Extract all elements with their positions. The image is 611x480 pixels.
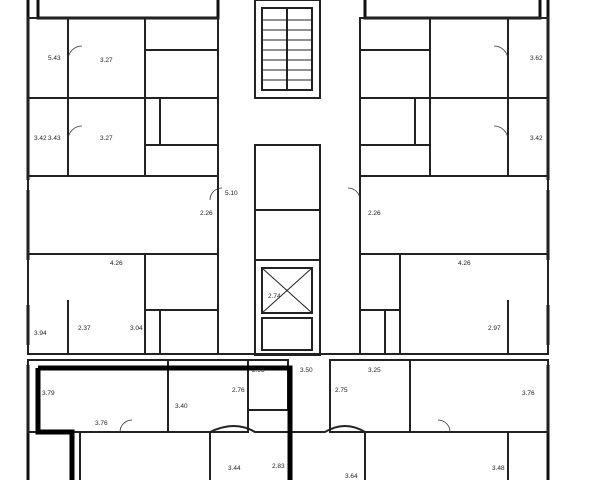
room-label: 3.94: [34, 330, 47, 337]
lower-rooms: [27, 353, 549, 480]
room-label: 3.27: [100, 135, 113, 142]
room-label: 3.64: [345, 473, 358, 480]
door-swings: [67, 45, 509, 433]
room-label: 2.83: [272, 463, 285, 470]
room-label: 3.42: [34, 135, 47, 142]
room-label: 2.26: [200, 210, 213, 217]
room-label: 3.42: [530, 135, 543, 142]
room-label: 3.43: [48, 135, 61, 142]
room-label: 3.44: [228, 465, 241, 472]
room-label: 3.25: [368, 367, 381, 374]
central-core: [217, 0, 361, 356]
room-label: 3.48: [492, 465, 505, 472]
room-label: 5.10: [225, 190, 238, 197]
right-wing-walls: [359, 17, 549, 355]
room-label: 2.97: [488, 325, 501, 332]
room-label: 3.76: [522, 390, 535, 397]
apartment-highlight: [35, 365, 293, 480]
room-label: 2.37: [78, 325, 91, 332]
room-label: 4.26: [110, 260, 123, 267]
room-label: 5.43: [48, 55, 61, 62]
room-label: 3.40: [175, 403, 188, 410]
room-label: 3.79: [42, 390, 55, 397]
room-labels: 5.43 3.27 3.43 3.27 3.62 3.42 3.42 2.26 …: [34, 55, 543, 480]
room-label: 2.74: [268, 293, 281, 300]
room-label: 4.26: [458, 260, 471, 267]
room-label: 2.76: [232, 387, 245, 394]
room-label: 3.04: [130, 325, 143, 332]
room-label: 3.76: [95, 420, 108, 427]
room-label: 3.50: [300, 367, 313, 374]
room-label: 3.62: [530, 55, 543, 62]
room-label: 2.75: [335, 387, 348, 394]
room-label: 3.27: [100, 57, 113, 64]
room-label: 2.26: [368, 210, 381, 217]
room-label: 2.93: [252, 367, 265, 374]
left-wing-walls: [27, 17, 219, 355]
